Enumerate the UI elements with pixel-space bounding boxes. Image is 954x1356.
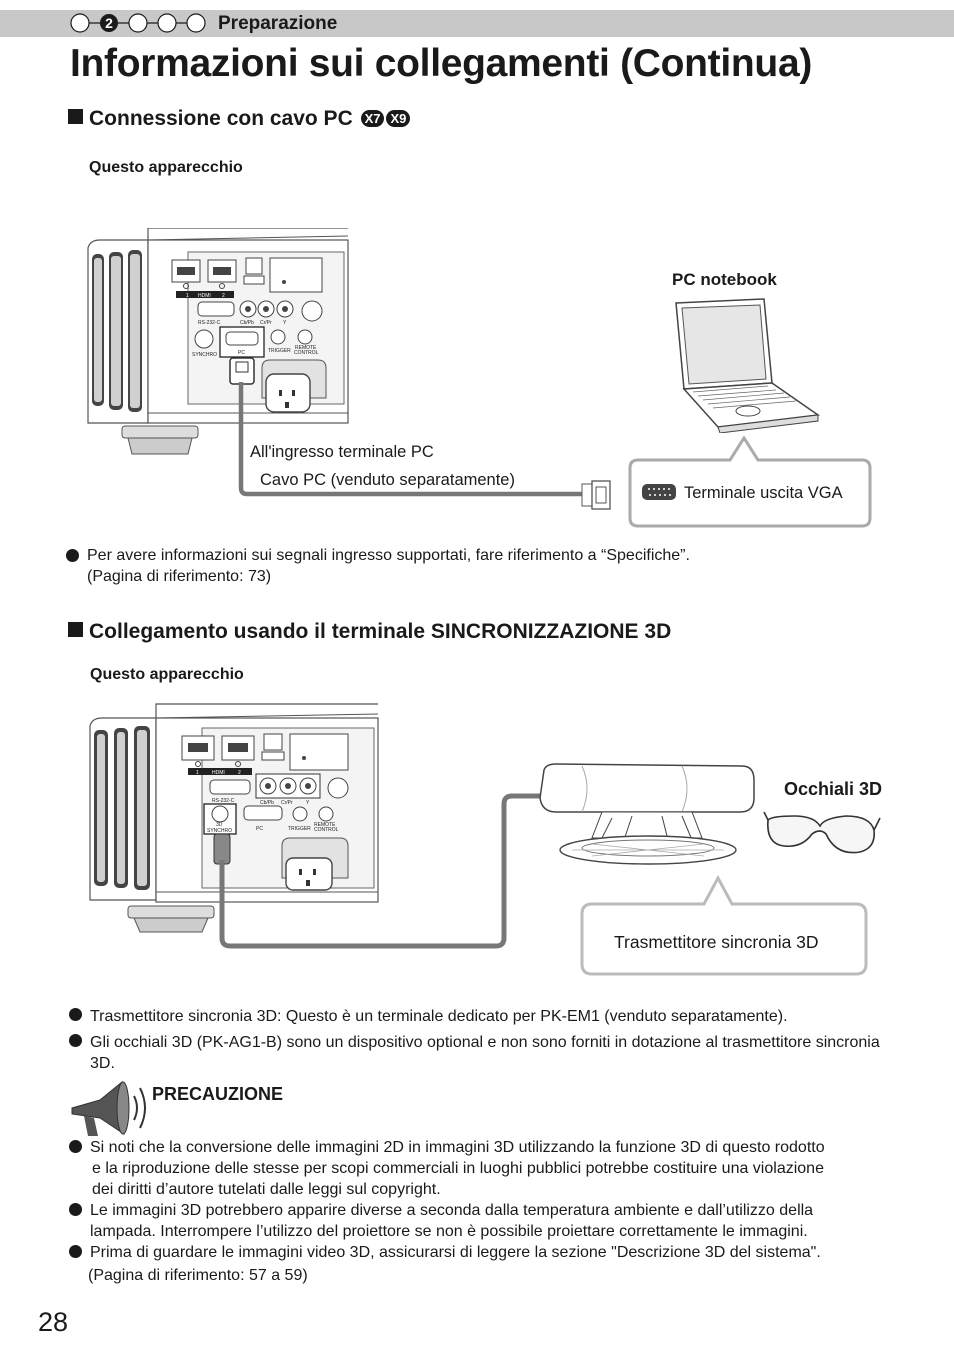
device-label-pc: Questo apparecchio	[89, 159, 243, 176]
step-indicator: 2	[70, 13, 206, 33]
pc-port-label: All'ingresso terminale PC	[250, 443, 434, 461]
svg-text:Cr/Pr: Cr/Pr	[281, 800, 293, 806]
svg-text:REMOTE: REMOTE	[295, 345, 317, 351]
svg-text:HDMI: HDMI	[212, 770, 225, 776]
caution-item-2-line-1: Le immagini 3D potrebbero apparire diver…	[90, 1202, 814, 1219]
note-signals: Per avere informazioni sui segnali ingre…	[87, 547, 690, 564]
laptop-icon	[675, 298, 821, 433]
svg-text:Y: Y	[283, 320, 287, 326]
sync-3d-cable	[219, 793, 548, 949]
square-bullet-icon	[68, 109, 83, 124]
vga-callout-box	[628, 436, 872, 528]
step-1-icon	[70, 13, 90, 33]
caution-heading: PRECAUZIONE	[152, 1084, 284, 1104]
svg-text:3D: 3D	[216, 822, 223, 828]
step-2-icon	[100, 14, 118, 32]
bullet-icon	[69, 1034, 82, 1047]
svg-text:TRIGGER: TRIGGER	[288, 826, 311, 832]
svg-text:SYNCHRO: SYNCHRO	[192, 352, 217, 358]
note-reference: (Pagina di riferimento: 73)	[87, 568, 272, 585]
svg-text:2: 2	[222, 293, 225, 299]
chapter-label: Preparazione	[218, 13, 338, 34]
svg-text:REMOTE: REMOTE	[314, 822, 336, 828]
step-2-number: 2	[105, 15, 113, 31]
megaphone-icon	[71, 1080, 146, 1136]
svg-text:RS-232-C: RS-232-C	[212, 798, 235, 804]
caution-item-2-line-2: lampada. Interrompere l’utilizzo del pro…	[90, 1223, 808, 1240]
bullet-icon	[69, 1245, 82, 1258]
caution-item-1-line-1: Si noti che la conversione delle immagin…	[90, 1139, 825, 1156]
svg-text:SYNCHRO: SYNCHRO	[207, 828, 232, 834]
svg-text:PC: PC	[256, 826, 263, 832]
step-3-icon	[128, 13, 148, 33]
page-title: Informazioni sui collegamenti (Continua)	[70, 42, 813, 85]
bullet-icon	[69, 1008, 82, 1021]
section-3d-heading: Collegamento usando il terminale SINCRON…	[68, 620, 671, 644]
transmitter-label: Trasmettitore sincronia 3D	[614, 932, 819, 952]
vga-port-icon	[642, 484, 676, 500]
model-badge-x9: X9	[386, 110, 411, 127]
svg-text:CONTROL: CONTROL	[314, 827, 339, 833]
device-label-3d: Questo apparecchio	[90, 666, 244, 683]
model-badge-x7: X7	[360, 110, 385, 127]
bullet-icon	[69, 1203, 82, 1216]
pc-cable	[238, 382, 611, 510]
transmitter-callout-box	[580, 874, 868, 976]
svg-text:1: 1	[186, 293, 189, 299]
section-3d-heading-text: Collegamento usando il terminale SINCRON…	[89, 620, 672, 643]
projector-rear-panel-pc: 1 HDMI 2 RS-232-C Cb/Pb Cr/Pr Y SYNCHRO …	[87, 228, 349, 455]
page-number: 28	[38, 1307, 69, 1337]
pc-cable-label: Cavo PC (venduto separatamente)	[260, 471, 515, 489]
3d-glasses-icon	[763, 811, 881, 854]
note-glasses: Gli occhiali 3D (PK-AG1-B) sono un dispo…	[90, 1034, 880, 1072]
svg-text:TRIGGER: TRIGGER	[268, 348, 291, 354]
step-5-icon	[186, 13, 206, 33]
svg-text:PC: PC	[238, 350, 245, 356]
bullet-icon	[66, 549, 79, 562]
caution-item-3-line-2: (Pagina di riferimento: 57 a 59)	[88, 1267, 308, 1284]
vga-label: Terminale uscita VGA	[684, 484, 843, 502]
caution-item-1-line-2: e la riproduzione delle stesse per scopi…	[92, 1160, 824, 1177]
svg-text:Cr/Pr: Cr/Pr	[260, 320, 272, 326]
svg-text:Cb/Pb: Cb/Pb	[240, 320, 254, 326]
caution-item-3-line-1: Prima di guardare le immagini video 3D, …	[90, 1244, 821, 1261]
svg-text:Cb/Pb: Cb/Pb	[260, 800, 274, 806]
caution-item-1-line-3: dei diritti d’autore tutelati dalle legg…	[92, 1181, 441, 1198]
notebook-label: PC notebook	[672, 270, 777, 289]
svg-text:Y: Y	[306, 800, 310, 806]
svg-text:RS-232-C: RS-232-C	[198, 320, 221, 326]
svg-text:1: 1	[196, 770, 199, 776]
step-4-icon	[157, 13, 177, 33]
svg-text:HDMI: HDMI	[198, 293, 211, 299]
sync-3d-transmitter-icon	[539, 763, 755, 865]
projector-rear-panel-3d: 1 HDMI 2 RS-232-C Cb/Pb Cr/Pr Y 3D SYNCH…	[89, 703, 379, 933]
glasses-label: Occhiali 3D	[784, 779, 883, 799]
note-transmitter: Trasmettitore sincronia 3D: Questo è un …	[90, 1008, 788, 1025]
svg-text:CONTROL: CONTROL	[294, 350, 319, 356]
bullet-icon	[69, 1140, 82, 1153]
square-bullet-icon	[68, 622, 83, 637]
svg-text:2: 2	[238, 770, 241, 776]
section-pc-heading-text: Connessione con cavo PC	[89, 107, 353, 130]
